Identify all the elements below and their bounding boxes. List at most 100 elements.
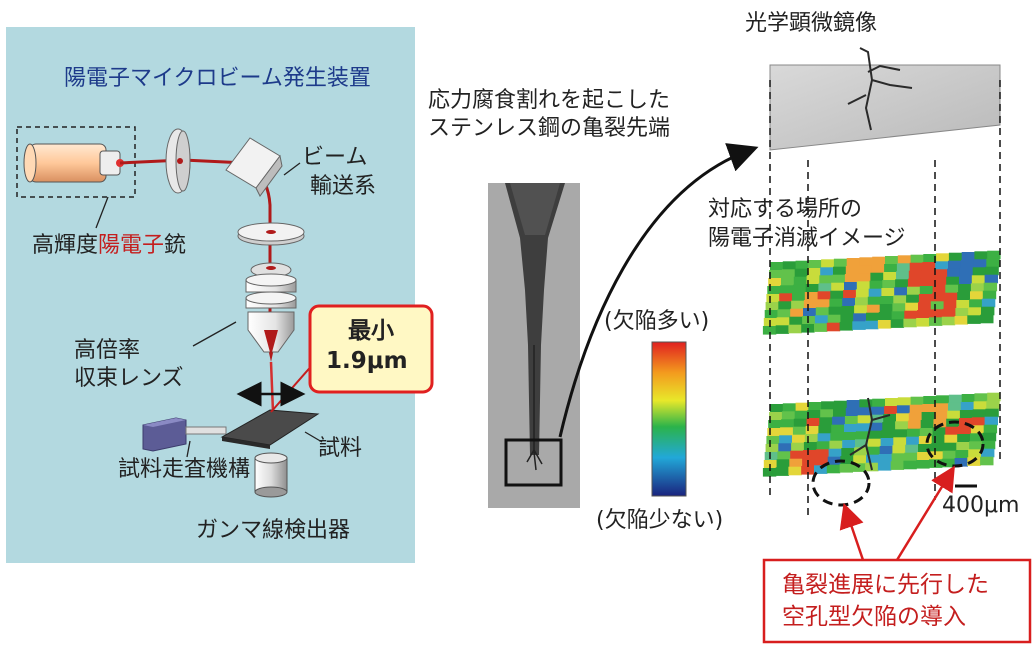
map-cell	[987, 251, 1000, 260]
map-cell	[885, 256, 898, 265]
map-cell	[909, 413, 922, 422]
map-cell	[897, 405, 910, 414]
map-cell	[776, 325, 789, 334]
map-cell	[803, 308, 816, 317]
sample-label: 試料	[318, 436, 362, 461]
map-cell	[844, 424, 857, 433]
map-cell	[870, 273, 883, 282]
map-cell	[802, 316, 815, 325]
map-cell	[907, 287, 920, 296]
map-cell	[881, 296, 894, 305]
map-cell	[987, 393, 1000, 402]
map-cell	[916, 318, 929, 327]
map-cell	[766, 444, 779, 453]
map-cell	[827, 323, 840, 332]
map-cell	[780, 285, 793, 294]
map-cell	[967, 315, 980, 324]
map-cell	[865, 321, 878, 330]
map-cell	[906, 295, 919, 304]
map-cell	[765, 310, 778, 319]
map-cell	[895, 279, 908, 288]
scan-leader	[187, 441, 190, 457]
map-cell	[881, 430, 894, 439]
map-cell	[847, 400, 860, 409]
map-cell	[818, 433, 831, 442]
annihilation-title-2: 陽電子消滅イメージ	[708, 226, 906, 251]
map-cell	[846, 266, 859, 275]
map-cell	[960, 268, 973, 277]
map-cell	[910, 263, 923, 272]
map-cell	[871, 265, 884, 274]
map-cell	[897, 263, 910, 272]
map-cell	[844, 282, 857, 291]
map-cell	[904, 311, 917, 320]
map-cell	[921, 278, 934, 287]
scale-label: 400μm	[942, 493, 1019, 518]
map-cell	[818, 291, 831, 300]
map-cell	[817, 299, 830, 308]
map-cell	[956, 300, 969, 309]
map-cell	[790, 451, 803, 460]
map-cell	[947, 411, 960, 420]
map-cell	[846, 408, 859, 417]
map-cell	[770, 262, 783, 271]
map-cell	[936, 395, 949, 404]
map-cell	[794, 419, 807, 428]
callout-arrow-left	[846, 510, 863, 560]
map-cell	[883, 272, 896, 281]
lens-label-2: 収束レンズ	[74, 366, 184, 391]
map-cell	[778, 443, 791, 452]
map-cell	[907, 429, 920, 438]
map-cell	[808, 260, 821, 269]
map-cell	[949, 253, 962, 262]
map-cell	[840, 464, 853, 473]
map-cell	[816, 449, 829, 458]
map-cell	[829, 307, 842, 316]
map-cell	[980, 315, 993, 324]
map-cell	[932, 435, 945, 444]
gun-leader	[96, 197, 108, 228]
map-cell	[986, 259, 999, 268]
map-cell	[766, 436, 779, 445]
map-cell	[922, 270, 935, 279]
map-cell	[879, 454, 892, 463]
map-cell	[790, 309, 803, 318]
map-cell	[884, 264, 897, 273]
map-cell	[968, 307, 981, 316]
map-cell	[881, 438, 894, 447]
map-cell	[776, 467, 789, 476]
map-cell	[832, 275, 845, 284]
map-cell	[855, 297, 868, 306]
map-cell	[920, 286, 933, 295]
map-cell	[944, 435, 957, 444]
map-cell	[828, 315, 841, 324]
map-cell	[840, 322, 853, 331]
map-cell	[858, 415, 871, 424]
map-cell	[867, 305, 880, 314]
annihilation-map-lower	[763, 393, 1001, 477]
map-cell	[789, 459, 802, 468]
map-cell	[898, 255, 911, 264]
map-cell	[930, 309, 943, 318]
map-cell	[854, 305, 867, 314]
map-cell	[769, 412, 782, 421]
map-cell	[974, 393, 987, 402]
map-cell	[789, 317, 802, 326]
map-cell	[803, 450, 816, 459]
map-cell	[818, 283, 831, 292]
map-cell	[879, 312, 892, 321]
map-cell	[808, 402, 821, 411]
map-cell	[932, 293, 945, 302]
map-cell	[908, 421, 921, 430]
map-cell	[777, 459, 790, 468]
map-cell	[947, 269, 960, 278]
map-cell	[896, 271, 909, 280]
aperture-disk	[166, 129, 190, 193]
map-cell	[805, 292, 818, 301]
map-cell	[830, 291, 843, 300]
map-cell	[958, 426, 971, 435]
map-cell	[948, 403, 961, 412]
map-cell	[817, 441, 830, 450]
map-cell	[781, 419, 794, 428]
map-cell	[985, 275, 998, 284]
